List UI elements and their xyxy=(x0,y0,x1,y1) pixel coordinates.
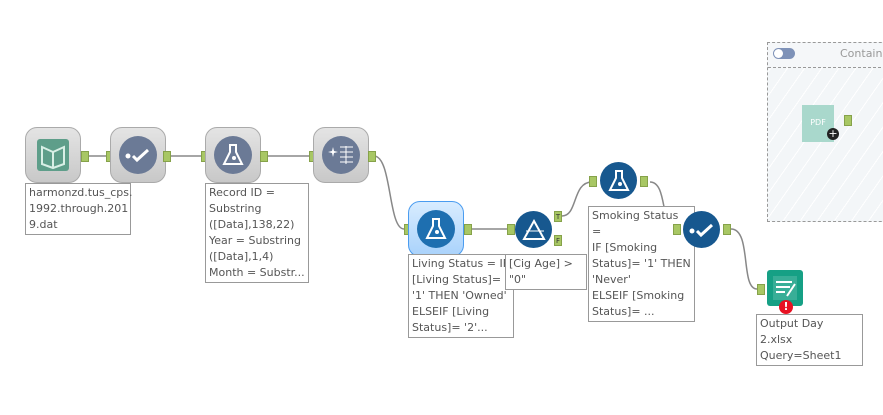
output-anchor[interactable] xyxy=(723,224,731,235)
select-tool[interactable] xyxy=(110,127,166,183)
checkmark-icon xyxy=(689,223,713,237)
filter-icon xyxy=(521,218,546,240)
input-anchor[interactable] xyxy=(757,284,765,295)
output-anchor[interactable] xyxy=(163,151,171,162)
sparkle-table-icon xyxy=(322,136,360,174)
connection xyxy=(730,228,758,290)
annotation: Living Status = IF [Living Status]= '1' … xyxy=(408,254,514,338)
select-2-tool[interactable] xyxy=(683,211,720,248)
connection xyxy=(373,155,405,230)
output-anchor[interactable] xyxy=(464,224,472,235)
tool-container[interactable]: Contain PDF + xyxy=(767,42,883,222)
plus-icon: + xyxy=(827,127,839,140)
flask-icon xyxy=(607,169,630,191)
annotation: Output Day 2.xlsx Query=Sheet1 xyxy=(756,314,863,366)
error-icon: ! xyxy=(779,300,793,314)
flask-icon xyxy=(417,210,455,248)
input-anchor[interactable] xyxy=(507,224,515,235)
annotation: harmonzd.tus_cps. 1992.through.201 9.dat xyxy=(25,183,133,235)
output-anchor[interactable] xyxy=(368,151,376,162)
connection xyxy=(561,181,593,217)
output-file-icon xyxy=(773,276,797,300)
true-anchor[interactable]: T xyxy=(554,211,562,222)
book-icon xyxy=(37,139,69,171)
annotation: Record ID = Substring ([Data],138,22) Ye… xyxy=(205,183,309,283)
annotation: Smoking Status = IF [Smoking Status]= '1… xyxy=(588,206,695,322)
annotation: [Cig Age] > "0" xyxy=(505,254,587,290)
output-anchor[interactable] xyxy=(81,151,89,162)
text-to-columns-tool[interactable] xyxy=(313,127,369,183)
input-data-tool[interactable] xyxy=(25,127,81,183)
pdf-label: PDF xyxy=(810,118,826,127)
formula-living-tool[interactable] xyxy=(408,201,464,257)
formula-tool[interactable] xyxy=(205,127,261,183)
output-anchor[interactable] xyxy=(640,176,648,187)
container-toggle[interactable] xyxy=(773,48,795,59)
false-anchor[interactable]: F xyxy=(554,235,562,246)
container-title: Contain xyxy=(840,47,883,60)
flask-icon xyxy=(214,136,252,174)
checkmark-icon xyxy=(119,136,157,174)
formula-smoking-tool[interactable] xyxy=(600,162,637,199)
filter-tool[interactable] xyxy=(515,211,552,248)
output-anchor[interactable] xyxy=(260,151,268,162)
input-anchor[interactable] xyxy=(589,176,597,187)
input-anchor[interactable] xyxy=(673,224,681,235)
container-header: Contain xyxy=(768,43,883,68)
output-anchor[interactable] xyxy=(844,115,852,126)
